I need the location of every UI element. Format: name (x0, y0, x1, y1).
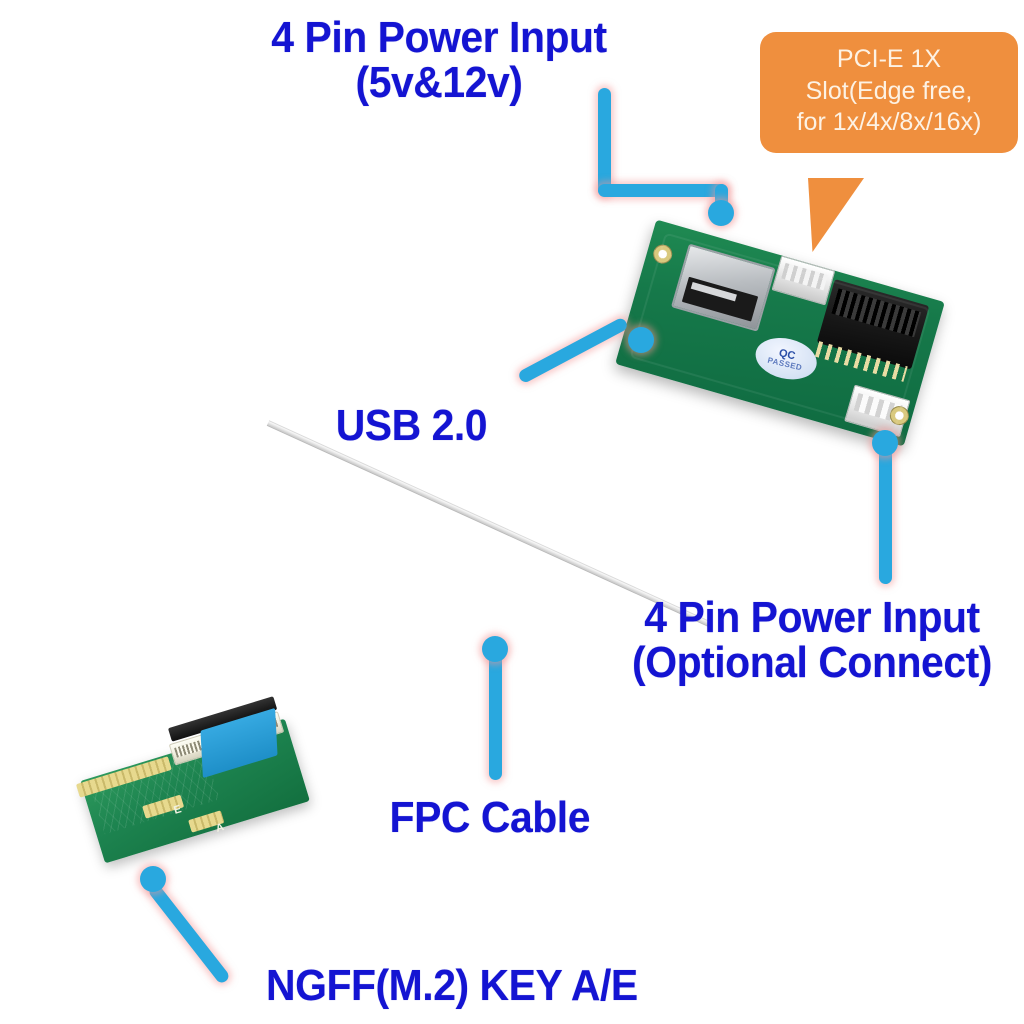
label-ngff: NGFF(M.2) KEY A/E (252, 961, 652, 1010)
label-usb-line1: USB 2.0 (335, 401, 488, 450)
pcie-adapter-board: QC PASSED (608, 219, 968, 462)
ngff-m2-card: E A (75, 696, 398, 880)
bubble-line-3: for 1x/4x/8x/16x) (796, 108, 982, 136)
label-fpc-cable: FPC Cable (382, 793, 598, 842)
label-power-input-top-line2: (5v&12v) (355, 57, 523, 107)
mounting-hole-left (650, 242, 675, 266)
pcie-1x-slot (816, 279, 930, 370)
pointer-power-top-segment-vertical (598, 88, 611, 196)
qc-sticker-line2: PASSED (766, 355, 804, 372)
pointer-dot-power-optional (872, 430, 898, 456)
bubble-line-2: Slot(Edge free, (805, 76, 973, 105)
label-power-input-optional-line1: 4 Pin Power Input (644, 593, 980, 642)
label-power-input-optional-line2: (Optional Connect) (632, 637, 992, 687)
pcie-slot-contacts (814, 341, 908, 382)
label-ngff-line1: NGFF(M.2) KEY A/E (265, 961, 638, 1010)
qc-passed-sticker: QC PASSED (751, 332, 821, 386)
callout-bubble-pcie: PCI-E 1X Slot(Edge free, for 1x/4x/8x/16… (760, 32, 1018, 153)
pointer-power-optional-line (879, 444, 892, 584)
label-power-input-optional: 4 Pin Power Input (Optional Connect) (612, 593, 1012, 687)
usb-a-port (670, 243, 776, 332)
pointer-power-top-segment-horizontal (598, 184, 728, 197)
label-fpc-cable-line1: FPC Cable (389, 793, 591, 842)
qc-sticker-line1: QC (777, 346, 797, 363)
pointer-dot-fpc (482, 636, 508, 662)
pointer-dot-usb (628, 327, 654, 353)
power-connector-optional (844, 384, 911, 438)
pointer-dot-power-top (708, 200, 734, 226)
pointer-dot-ngff (140, 866, 166, 892)
label-power-input-top: 4 Pin Power Input (5v&12v) (248, 13, 630, 107)
pointer-fpc-line (489, 650, 502, 780)
adapter-pcb: QC PASSED (615, 219, 945, 447)
bubble-line-1: PCI-E 1X (836, 45, 942, 73)
pointer-ngff-line (146, 882, 232, 986)
label-usb: USB 2.0 (330, 401, 493, 450)
power-connector-top (771, 255, 836, 306)
label-power-input-top-line1: 4 Pin Power Input (271, 13, 607, 62)
